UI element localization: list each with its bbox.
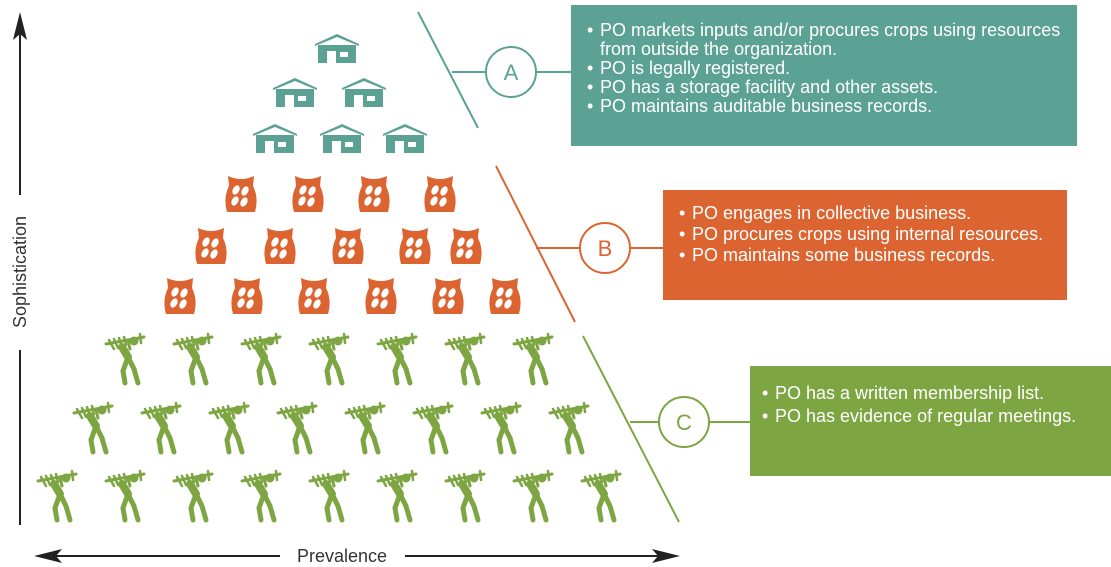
tier-b-sacks [164, 176, 521, 314]
warehouse-icon [320, 124, 364, 153]
grain-sack-icon [225, 176, 257, 212]
tier-c-bullet-list: PO has a written membership list. PO has… [762, 384, 1105, 427]
grain-sack-icon [298, 278, 330, 314]
warehouse-icon [273, 78, 317, 107]
grain-sack-icon [164, 278, 196, 314]
tier-c-farmers [38, 334, 620, 520]
x-axis-label: Prevalence [297, 546, 387, 566]
warehouse-icon [315, 34, 359, 63]
tier-c-connector: C [582, 335, 750, 523]
tier-a-description: PO markets inputs and/or procures crops … [571, 5, 1077, 146]
grain-sack-icon [432, 278, 464, 314]
farmer-carrying-crop-icon [174, 334, 212, 383]
grain-sack-icon [195, 228, 227, 264]
farmer-carrying-crop-icon [378, 471, 416, 520]
grain-sack-icon [332, 228, 364, 264]
farmer-carrying-crop-icon [446, 334, 484, 383]
farmer-carrying-crop-icon [310, 471, 348, 520]
y-axis: Sophistication [10, 12, 30, 525]
farmer-carrying-crop-icon [514, 471, 552, 520]
tier-a-bullet: PO has a storage facility and other asse… [587, 78, 1067, 98]
tier-b-bullet-list: PO engages in collective business. PO pr… [679, 204, 1059, 266]
farmer-carrying-crop-icon [446, 471, 484, 520]
x-axis-right-arrow-icon [652, 549, 680, 563]
tier-c-letter: C [676, 410, 692, 435]
farmer-carrying-crop-icon [142, 403, 180, 452]
farmer-carrying-crop-icon [278, 403, 316, 452]
grain-sack-icon [424, 176, 456, 212]
tier-a-bullet: PO maintains auditable business records. [587, 97, 1067, 117]
x-axis-left-arrow-icon [34, 549, 62, 563]
tier-b-bullet: PO procures crops using internal resourc… [679, 225, 1059, 245]
tier-b-bullet: PO maintains some business records. [679, 246, 1059, 266]
grain-sack-icon [399, 228, 431, 264]
farmer-carrying-crop-icon [378, 334, 416, 383]
tier-a-warehouses [253, 34, 427, 153]
tier-a-letter: A [504, 60, 519, 85]
grain-sack-icon [231, 278, 263, 314]
grain-sack-icon [292, 176, 324, 212]
farmer-carrying-crop-icon [242, 471, 280, 520]
tier-c-bullet: PO has evidence of regular meetings. [762, 407, 1105, 427]
tier-b-connector: B [495, 165, 663, 323]
grain-sack-icon [264, 228, 296, 264]
tier-a-badge [485, 46, 537, 98]
tier-b-letter: B [598, 236, 613, 261]
farmer-carrying-crop-icon [38, 471, 76, 520]
tier-b-bullet: PO engages in collective business. [679, 204, 1059, 224]
farmer-carrying-crop-icon [242, 334, 280, 383]
grain-sack-icon [450, 228, 482, 264]
farmer-carrying-crop-icon [310, 334, 348, 383]
farmer-carrying-crop-icon [550, 403, 588, 452]
farmer-carrying-crop-icon [106, 334, 144, 383]
warehouse-icon [383, 124, 427, 153]
grain-sack-icon [358, 176, 390, 212]
tier-c-bullet: PO has a written membership list. [762, 384, 1105, 404]
tier-a-bullet-list: PO markets inputs and/or procures crops … [587, 21, 1067, 117]
warehouse-icon [342, 78, 386, 107]
tier-c-badge [658, 396, 710, 448]
farmer-carrying-crop-icon [106, 471, 144, 520]
tier-c-description: PO has a written membership list. PO has… [750, 366, 1111, 476]
y-axis-arrow-icon [13, 12, 27, 40]
farmer-carrying-crop-icon [414, 403, 452, 452]
farmer-carrying-crop-icon [74, 403, 112, 452]
tier-b-badge [579, 222, 631, 274]
y-axis-label: Sophistication [10, 216, 30, 328]
x-axis: Prevalence [34, 546, 680, 566]
farmer-carrying-crop-icon [346, 403, 384, 452]
tier-a-bullet: PO is legally registered. [587, 59, 1067, 79]
farmer-carrying-crop-icon [482, 403, 520, 452]
grain-sack-icon [489, 278, 521, 314]
grain-sack-icon [365, 278, 397, 314]
tier-b-description: PO engages in collective business. PO pr… [663, 190, 1067, 300]
farmer-carrying-crop-icon [210, 403, 248, 452]
tier-a-bullet: PO markets inputs and/or procures crops … [587, 21, 1067, 59]
farmer-carrying-crop-icon [174, 471, 212, 520]
farmer-carrying-crop-icon [582, 471, 620, 520]
warehouse-icon [253, 124, 297, 153]
tier-a-connector: A [417, 11, 571, 129]
farmer-carrying-crop-icon [514, 334, 552, 383]
